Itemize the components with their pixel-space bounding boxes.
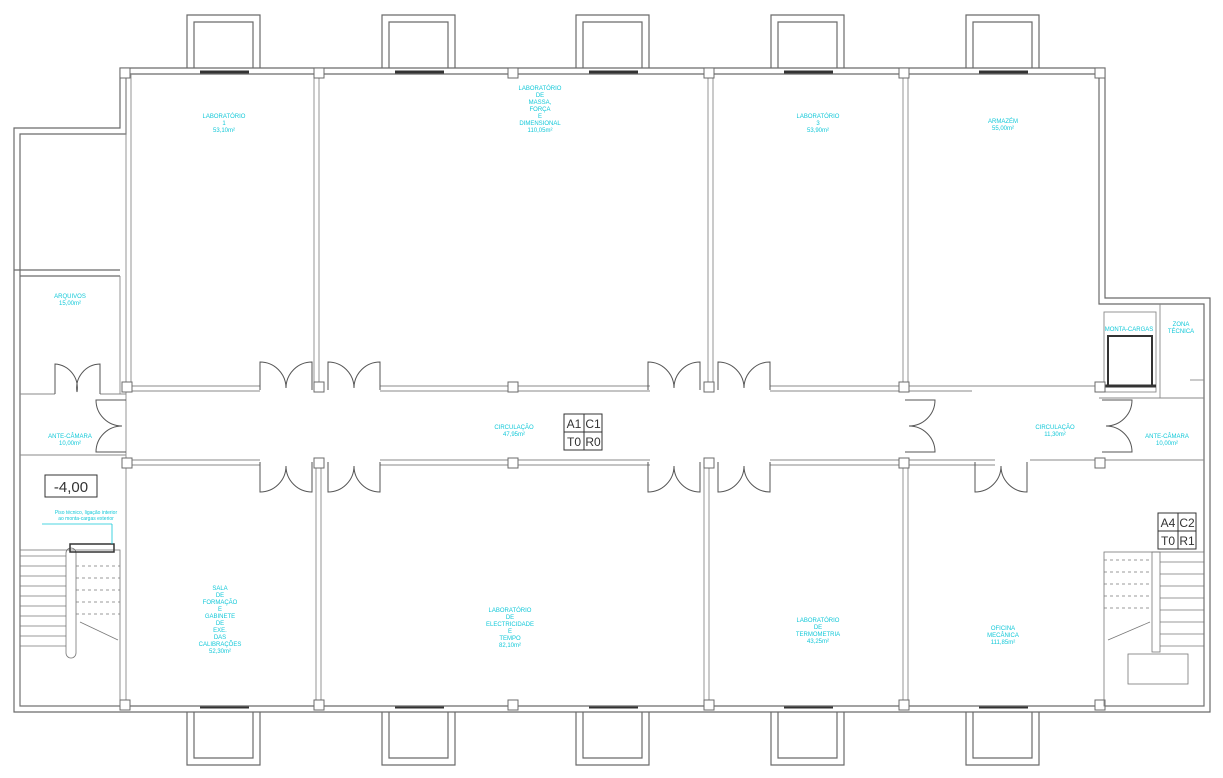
- interior-walls: [20, 74, 1204, 706]
- room-label-line: E: [218, 607, 222, 613]
- tag-box-2: A4 C2 T0 R1: [1157, 512, 1197, 550]
- room-label-line: 43,25m²: [807, 639, 829, 645]
- room-label-line: CALIBRAÇÕES: [199, 641, 242, 648]
- room-label-line: DE: [216, 593, 224, 599]
- stair-right: [1103, 551, 1205, 707]
- doors: [54, 361, 1133, 493]
- room-label-line: 82,10m²: [499, 643, 521, 649]
- note-line: Piso técnico, ligação interior: [55, 510, 118, 516]
- room-label-line: 10,00m²: [1156, 441, 1178, 447]
- room-label-line: DAS: [214, 635, 226, 641]
- room-label-line: 10,00m²: [59, 441, 81, 447]
- room-label-line: LABORATÓRIO: [519, 85, 562, 92]
- room-label-line: LABORATÓRIO: [797, 617, 840, 624]
- room-label-line: EXE.: [213, 628, 227, 634]
- bottom-bays: [186, 712, 1040, 766]
- room-label-line: DE: [506, 615, 514, 621]
- level-text: -4,00: [54, 479, 88, 496]
- room-label-line: 110,05m²: [528, 128, 553, 134]
- room-label-line: 47,95m²: [503, 432, 525, 438]
- room-label-line: DE: [814, 625, 822, 631]
- top-bays: [186, 14, 1040, 68]
- room-label-line: DE: [536, 93, 544, 99]
- room-label-line: ARMAZÉM: [988, 118, 1018, 125]
- room-label-line: 52,30m²: [209, 649, 231, 655]
- room-label-line: ARQUIVOS: [54, 294, 86, 300]
- lift-shaft: [1103, 311, 1157, 393]
- tag2-c: C2: [1179, 516, 1195, 530]
- room-label-line: 15,00m²: [59, 301, 81, 307]
- stair-left: [19, 543, 121, 707]
- room-label-line: LABORATÓRIO: [797, 113, 840, 120]
- room-label-line: TEMPO: [499, 636, 521, 642]
- tag1-c: C1: [585, 417, 601, 431]
- room-label-line: CIRCULAÇÃO: [494, 424, 534, 431]
- room-label-line: 3: [816, 121, 820, 127]
- room-label-line: 111,85m²: [991, 640, 1015, 646]
- tag1-r: R0: [585, 435, 601, 449]
- room-label-line: 1: [222, 121, 226, 127]
- room-label-line: 55,00m²: [992, 126, 1014, 132]
- room-label-line: OFICINA: [991, 626, 1015, 632]
- room-label-line: MONTA-CARGAS: [1105, 327, 1154, 333]
- room-label-line: SALA: [212, 586, 227, 592]
- room-label-line: E: [538, 114, 542, 120]
- tag1-t: T0: [567, 435, 581, 449]
- tag2-t: T0: [1161, 534, 1175, 548]
- structural-columns: [119, 67, 1106, 711]
- room-label-line: MASSA,: [529, 100, 552, 106]
- room-label-line: ELECTRICIDADE: [486, 622, 534, 628]
- tag-box-1: A1 C1 T0 R0: [563, 413, 603, 451]
- room-label-line: ANTE-CÂMARA: [48, 433, 92, 440]
- tag2-r: R1: [1179, 534, 1195, 548]
- room-label-line: FORMAÇÃO: [203, 599, 238, 606]
- room-label-line: DE: [216, 621, 224, 627]
- tag1-a: A1: [567, 417, 582, 431]
- room-label-line: FORÇA: [530, 107, 551, 113]
- room-label-line: MECÂNICA: [987, 632, 1019, 639]
- outer-walls: [13, 67, 1211, 713]
- room-label-line: TERMOMETRIA: [796, 632, 840, 638]
- room-label-monta-cargas: MONTA-CARGAS: [1105, 327, 1154, 333]
- room-label-line: TÉCNICA: [1168, 328, 1194, 335]
- room-label-line: GABINETE: [205, 614, 235, 620]
- room-label-line: 11,30m²: [1044, 432, 1066, 438]
- note-line: ao monta-cargas exterior: [58, 516, 114, 522]
- room-label-line: LABORATÓRIO: [489, 607, 532, 614]
- room-label-line: DIMENSIONAL: [519, 121, 561, 127]
- level-marker: -4,00: [44, 474, 98, 498]
- room-label-line: 53,10m²: [213, 128, 235, 134]
- room-label-line: 53,90m²: [807, 128, 829, 134]
- room-label-line: LABORATÓRIO: [203, 113, 246, 120]
- room-label-line: E: [508, 629, 512, 635]
- room-label-line: ANTE-CÂMARA: [1145, 433, 1189, 440]
- tag2-a: A4: [1161, 516, 1176, 530]
- room-label-line: ZONA: [1173, 322, 1190, 328]
- room-label-line: CIRCULAÇÃO: [1035, 424, 1075, 431]
